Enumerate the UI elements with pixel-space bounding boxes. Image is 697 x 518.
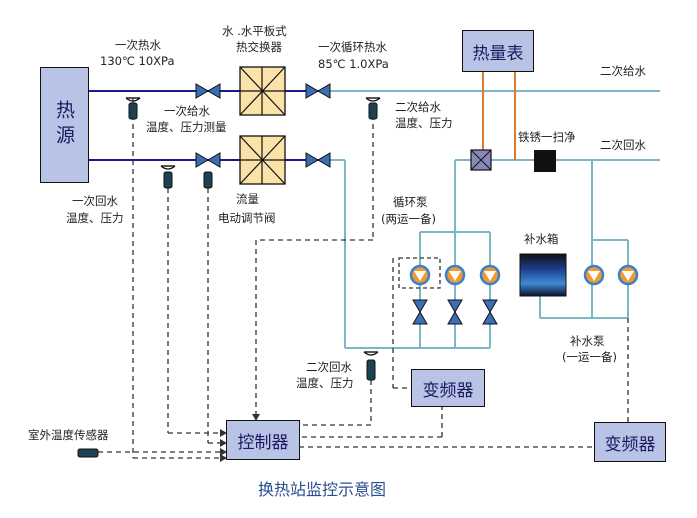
pump-icon	[479, 264, 501, 286]
flow-valve-label: 电动调节阀	[218, 211, 276, 225]
outdoor-sensor-label: 室外温度传感器	[28, 428, 109, 442]
primary-supply-measure-2: 温度、压力测量	[146, 120, 227, 134]
vfd-makeup-label: 变频器	[604, 434, 656, 455]
primary-loop-title: 一次循环热水	[318, 40, 387, 54]
iron-remover-icon	[534, 150, 556, 172]
secondary-return-measure-1: 二次回水	[306, 360, 352, 374]
vfd-circulation-label: 变频器	[422, 380, 474, 401]
valve-primary-loop-icon	[305, 83, 331, 99]
primary-return-label-2: 温度、压力	[66, 211, 124, 225]
meter-lines	[482, 71, 516, 160]
makeup-tank	[519, 253, 567, 297]
secondary-supply-measure-1: 二次给水	[395, 100, 441, 114]
plate-heat-exchanger-1	[239, 66, 286, 116]
hx-title-1: 水 .水平板式	[222, 24, 287, 38]
tank-label: 补水箱	[524, 232, 559, 246]
pump-icon	[444, 264, 466, 286]
primary-supply-params: 130℃ 10XPa	[100, 54, 175, 68]
makeup-pump-label: 补水泵	[570, 334, 605, 348]
heat-source: 热源	[40, 67, 89, 183]
pump-icon	[409, 264, 431, 286]
sensor-primary-return-icon	[160, 165, 176, 189]
primary-return-label-1: 一次回水	[72, 194, 118, 208]
hx-title-2: 热交换器	[236, 40, 282, 54]
valve-primary-supply-icon	[195, 83, 221, 99]
heat-meter-label: 热量表	[472, 43, 524, 64]
pump-valves	[412, 299, 498, 325]
circulation-pump-note: (两运一备)	[381, 212, 436, 226]
makeup-pumps	[583, 264, 639, 286]
valve-icon	[412, 299, 428, 325]
secondary-supply-measure-2: 温度、压力	[395, 116, 453, 130]
signal-lines	[98, 115, 629, 459]
pump-icon	[617, 264, 639, 286]
heat-meter: 热量表	[462, 30, 534, 72]
primary-loop-params: 85℃ 1.0XPa	[318, 57, 389, 71]
circulation-pump-label: 循环泵	[393, 195, 428, 209]
filter-icon	[470, 149, 492, 171]
makeup-pump-note: (一运一备)	[562, 350, 617, 364]
sensor-secondary-supply-icon	[365, 97, 381, 120]
pump-icon	[583, 264, 605, 286]
secondary-pipes	[330, 90, 660, 349]
outdoor-temperature-sensor-icon	[77, 448, 99, 458]
vfd-makeup: 变频器	[594, 422, 666, 462]
secondary-return-label: 二次回水	[600, 138, 646, 152]
secondary-supply-label: 二次给水	[600, 64, 646, 78]
valve-primary-return-icon	[195, 152, 221, 168]
circulation-pumps	[409, 264, 501, 286]
sensor-flow-icon	[203, 171, 213, 189]
sensor-secondary-return-icon	[363, 351, 379, 381]
vfd-circulation: 变频器	[411, 369, 485, 407]
pump-selection-box	[398, 257, 441, 289]
valves	[195, 83, 331, 168]
controller: 控制器	[226, 420, 300, 460]
primary-supply-title: 一次热水	[115, 38, 161, 52]
valve-secondary-return-icon	[305, 152, 331, 168]
valve-icon	[482, 299, 498, 325]
sensors	[77, 97, 381, 458]
valve-icon	[447, 299, 463, 325]
heat-source-label: 热源	[53, 100, 75, 150]
secondary-return-measure-2: 温度、压力	[296, 376, 354, 390]
primary-supply-measure-1: 一次给水	[164, 104, 210, 118]
plate-heat-exchanger-2	[239, 135, 286, 185]
diagram-caption: 换热站监控示意图	[258, 480, 387, 499]
flow-label: 流量	[236, 192, 259, 206]
controller-label: 控制器	[237, 432, 289, 453]
sensor-primary-supply-icon	[125, 97, 141, 120]
iron-remover-label: 铁锈一扫净	[518, 130, 576, 144]
